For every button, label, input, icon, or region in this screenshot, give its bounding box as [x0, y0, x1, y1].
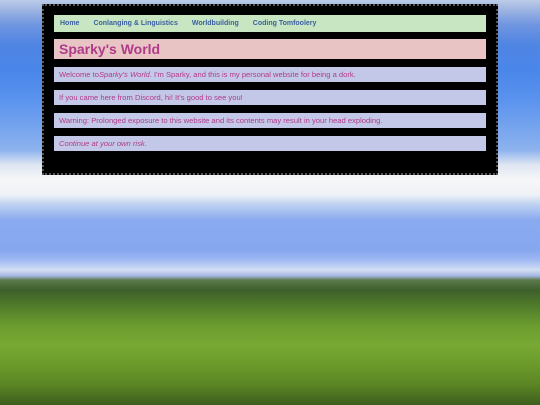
- welcome-text-suffix: . I'm Sparky, and this is my personal we…: [149, 70, 356, 79]
- page-frame: Home Conlanging & Linguistics Worldbuild…: [42, 4, 498, 175]
- discord-text: If you came here from Discord, hi! It's …: [59, 93, 243, 102]
- welcome-site-name: Sparky's World: [98, 70, 150, 79]
- welcome-text-prefix: Welcome to: [59, 70, 99, 79]
- warning-box: Warning: Prolonged exposure to this webs…: [54, 113, 486, 128]
- nav-link-coding[interactable]: Coding Tomfoolery: [252, 20, 317, 27]
- welcome-box: Welcome to Sparky's World. I'm Sparky, a…: [54, 67, 486, 82]
- nav-bar: Home Conlanging & Linguistics Worldbuild…: [54, 15, 486, 32]
- nav-link-worldbuilding[interactable]: Worldbuilding: [191, 20, 239, 27]
- continue-text: Continue at your own risk.: [59, 139, 147, 148]
- warning-text: Warning: Prolonged exposure to this webs…: [59, 116, 383, 125]
- title-bar: Sparky's World: [54, 39, 486, 59]
- continue-box: Continue at your own risk.: [54, 136, 486, 151]
- nav-link-conlanging[interactable]: Conlanging & Linguistics: [93, 20, 178, 27]
- page-title: Sparky's World: [59, 41, 161, 57]
- nav-link-home[interactable]: Home: [60, 20, 80, 27]
- discord-box: If you came here from Discord, hi! It's …: [54, 90, 486, 105]
